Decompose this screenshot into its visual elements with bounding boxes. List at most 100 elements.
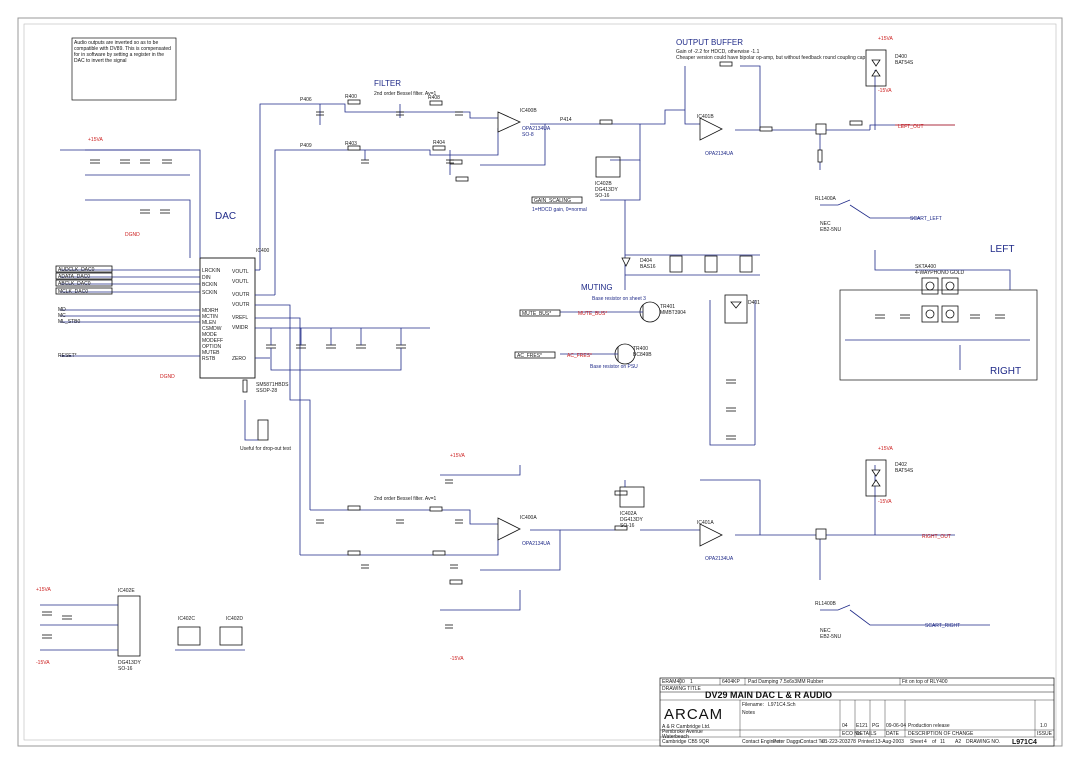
svg-text:EB2-5NU: EB2-5NU xyxy=(820,227,842,233)
svg-text:IC402B: IC402B xyxy=(595,181,612,187)
note-box xyxy=(71,37,177,101)
note-box-content: Audio outputs are inverted so as to be c… xyxy=(74,40,171,64)
company-logo: ARCAM xyxy=(664,706,723,723)
filter-desc-right: 2nd order Bessel filter. Av=1 xyxy=(374,496,437,502)
dac-decoupling-caps xyxy=(266,328,406,371)
eco-issue: 1.0 xyxy=(1040,723,1047,729)
right-heading: RIGHT xyxy=(990,366,1021,377)
base-res-sheet3: Base resistor on sheet 3 xyxy=(592,296,646,302)
svg-text:D404: D404 xyxy=(640,258,652,264)
svg-text:MMBT3904: MMBT3904 xyxy=(660,310,686,316)
right-out-label: RIGHT_OUT xyxy=(922,534,951,540)
contact-tel: 01-223-203278 xyxy=(822,739,856,745)
opamp-filter-left-ref: IC400B xyxy=(520,108,537,114)
supply-caps-top-left xyxy=(85,149,191,258)
filter-desc: 2nd order Bessel filter. Av=1 xyxy=(374,91,437,97)
eco-no: 04 xyxy=(842,723,848,729)
svg-text:VOUTL: VOUTL xyxy=(232,279,249,285)
muting-heading: MUTING xyxy=(581,283,613,292)
printed-label: Printed: xyxy=(858,739,875,745)
zener-pair-right: D402 BAT54S xyxy=(865,459,914,497)
mute-transistor-1: TR401 MMBT3904 xyxy=(560,301,686,323)
opamp-buffer-right-ref: IC401A xyxy=(697,520,714,526)
filter-bottom-caps xyxy=(316,479,463,629)
notes-label: Notes xyxy=(742,710,756,716)
sheet-label: Sheet xyxy=(910,739,924,745)
filter-top-wires xyxy=(259,103,685,295)
svg-text:MLEN: MLEN xyxy=(202,320,216,326)
rail-bl-plus: +15VA xyxy=(36,587,51,593)
svg-text:TR401: TR401 xyxy=(660,304,675,310)
svg-text:BAS16: BAS16 xyxy=(640,264,656,270)
scart-left-label: SCART_LEFT xyxy=(910,216,942,222)
svg-text:NEC: NEC xyxy=(820,628,831,634)
svg-text:P409: P409 xyxy=(300,143,312,149)
rail-filter-minus: -15VA xyxy=(450,656,464,662)
svg-text:R400: R400 xyxy=(345,94,357,100)
contact-engineer-label: Contact Engineer: xyxy=(742,739,782,745)
svg-text:NEC: NEC xyxy=(820,221,831,227)
connector-caps xyxy=(845,314,1030,370)
svg-text:P406: P406 xyxy=(300,97,312,103)
filename-label: Filename: xyxy=(742,702,764,708)
svg-text:ZERO: ZERO xyxy=(232,356,246,362)
relay-right-box: IC402A DG413DY SO-16 xyxy=(619,480,645,529)
svg-text:VMIDR: VMIDR xyxy=(232,325,249,331)
dac-output-wires xyxy=(255,269,430,555)
svg-text:D401: D401 xyxy=(748,300,760,306)
svg-text:MODE: MODE xyxy=(202,332,218,338)
opamp-filter-left-pkg: SO-8 xyxy=(522,132,534,138)
rail-left-minus: -15VA xyxy=(878,88,892,94)
mute-transistor-2: TR400 BC849B xyxy=(560,343,652,365)
connector-ref: SKTA400 xyxy=(915,264,936,270)
svg-text:RSTB: RSTB xyxy=(202,356,216,362)
rail-dac-plus: +15VA xyxy=(88,137,103,143)
net-mc: MC xyxy=(58,313,66,319)
drawing-title-label: DRAWING TITLE xyxy=(662,686,702,692)
net-md: MD xyxy=(58,307,66,313)
eco-desc: Production release xyxy=(908,723,950,729)
drawing-title: DV29 MAIN DAC L & R AUDIO xyxy=(705,690,832,700)
svg-text:DG413DY: DG413DY xyxy=(118,660,141,666)
of-label: of xyxy=(932,739,937,745)
output-buffer-left-wires xyxy=(600,65,955,201)
opamp-buffer-right-part: OPA2134UA xyxy=(705,556,734,562)
contact-tel-label: Contact Tel: xyxy=(800,739,826,745)
relay-left-box: IC402B DG413DY SO-16 xyxy=(595,156,621,199)
dac-input-wires xyxy=(60,149,201,357)
svg-text:SO-16: SO-16 xyxy=(595,193,610,199)
svg-text:R408: R408 xyxy=(428,95,440,101)
rev-note: Fit on top of RLY400 xyxy=(902,679,948,685)
connector-desc: 4-WAYPHONO GOLD xyxy=(915,270,965,276)
zener-pair-left: D400 BAT54S xyxy=(865,49,914,87)
net-abclk: ABCLK_DAC0 xyxy=(58,281,91,287)
net-reset: RESET* xyxy=(58,353,77,359)
opamp-buffer-left xyxy=(699,117,723,141)
address-line-1: A & R Cambridge Ltd. xyxy=(662,724,710,730)
output-cap-left xyxy=(815,123,827,135)
test-connector xyxy=(242,379,269,441)
sheet-size: A2 xyxy=(955,739,961,745)
rail-right-minus: -15VA xyxy=(878,499,892,505)
svg-text:DG413DY: DG413DY xyxy=(595,187,618,193)
dac-heading: DAC xyxy=(215,211,236,222)
contact-engineer: Peter Daggs xyxy=(773,739,801,745)
opamp-buffer-right xyxy=(699,523,723,547)
gain-note: 1=HDCD gain, 0=normal xyxy=(532,207,587,213)
gain-scaling-net xyxy=(531,196,583,204)
address-line-4: Cambridge CB5 9QR xyxy=(662,739,710,745)
svg-text:MODEFF: MODEFF xyxy=(202,338,223,344)
mute-bus-net xyxy=(519,309,561,317)
svg-text:D402: D402 xyxy=(895,462,907,468)
opamp-filter-right-ref: IC400A xyxy=(520,515,537,521)
ac-fres-label: AC_FRES* xyxy=(517,353,542,359)
eco-header-desc: DESCRIPTION OF CHANGE xyxy=(908,731,974,737)
note-text: Audio outputs are inverted so as to be c… xyxy=(74,40,171,64)
relay-switch-right: RL1400B NEC EB2-5NU xyxy=(815,601,990,640)
svg-text:VOUTL: VOUTL xyxy=(232,269,249,275)
mute-bus-label: MUTE_BUS* xyxy=(522,311,551,317)
output-buffer-left-resistors xyxy=(599,61,863,163)
opamp-buffer-left-ref: IC401B xyxy=(697,114,714,120)
svg-text:BAT54S: BAT54S xyxy=(895,468,914,474)
